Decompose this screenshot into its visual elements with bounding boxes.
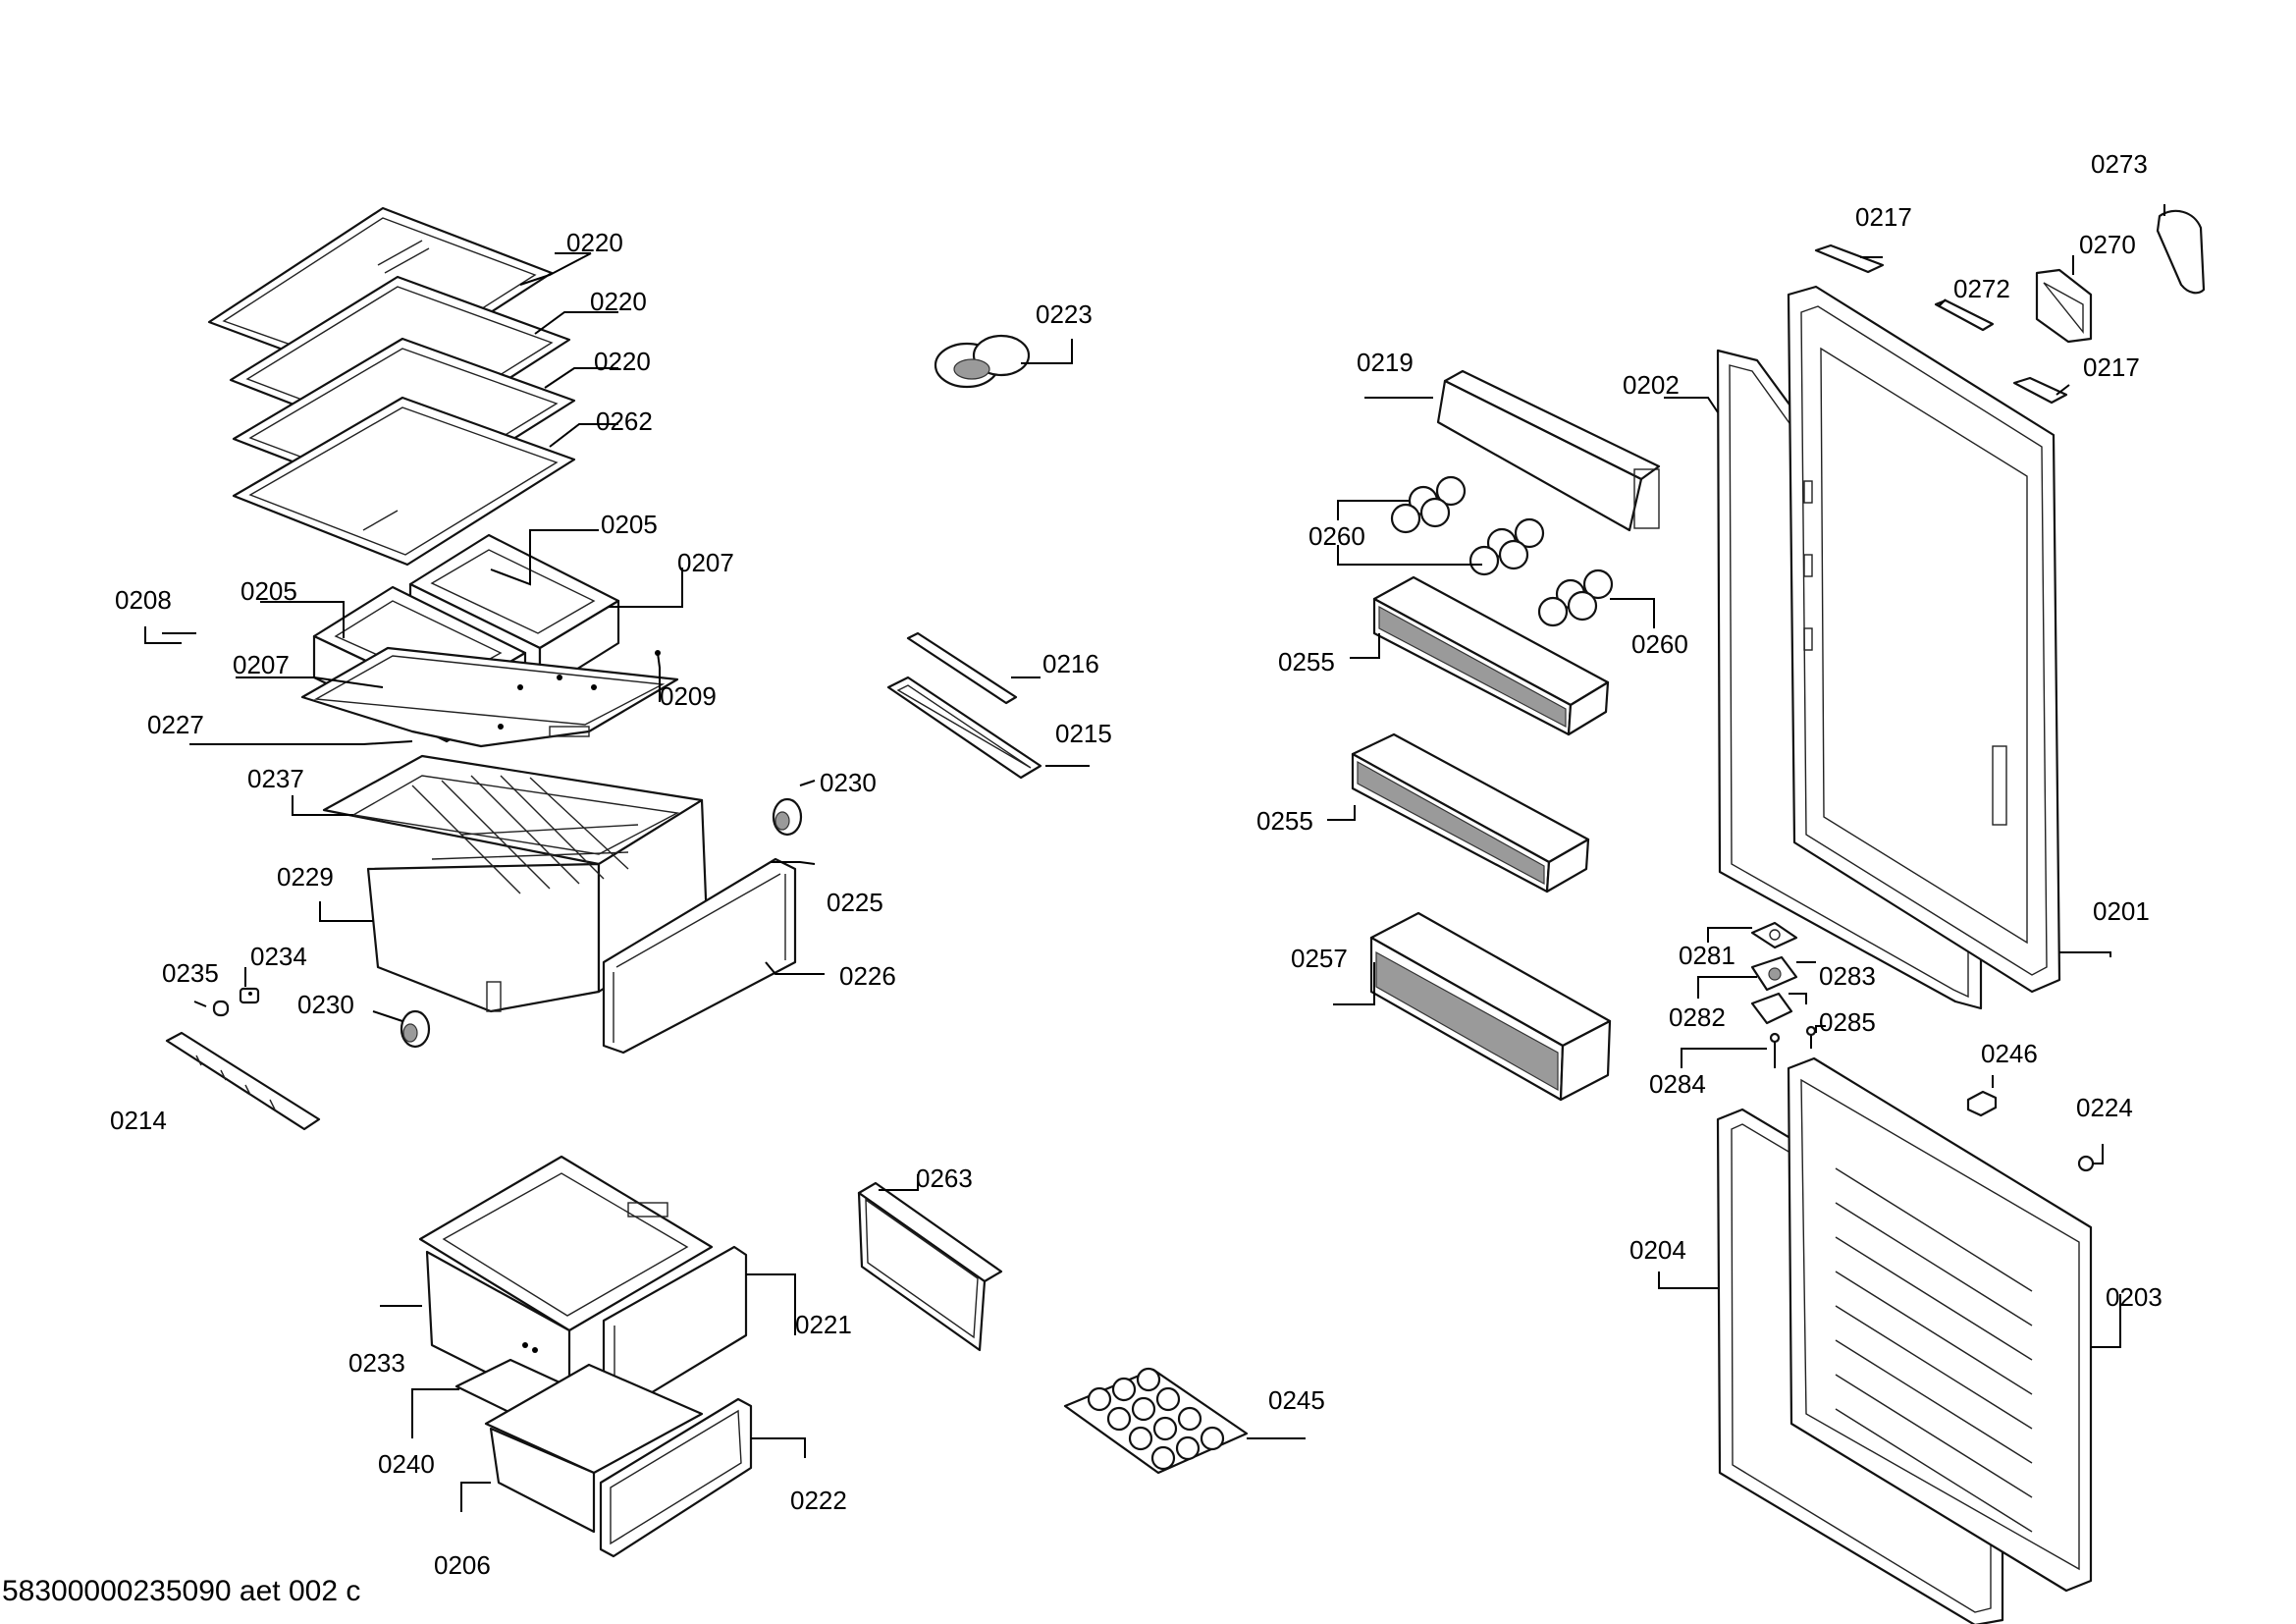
part-label: 0224 bbox=[2076, 1093, 2133, 1122]
drawer-front-panel bbox=[602, 857, 797, 1055]
part-label: 0230 bbox=[297, 990, 354, 1019]
part-label: 0223 bbox=[1036, 299, 1093, 329]
part-label: 0240 bbox=[378, 1449, 435, 1479]
door-balcony-lower bbox=[1369, 911, 1612, 1102]
part-label: 0273 bbox=[2091, 149, 2148, 179]
part-label: 0245 bbox=[1268, 1385, 1325, 1415]
vegetable-drawer-lower-front bbox=[599, 1397, 753, 1558]
door-balcony-upper bbox=[1372, 575, 1610, 736]
part-label: 0201 bbox=[2093, 896, 2150, 926]
roller-wheel-lower bbox=[400, 1009, 431, 1049]
part-label: 0260 bbox=[1308, 521, 1365, 551]
egg-cups-lower bbox=[1537, 568, 1614, 627]
part-label: 0217 bbox=[2083, 352, 2140, 382]
part-label: 0283 bbox=[1819, 961, 1876, 991]
document-code: 58300000235090 aet 002 c bbox=[2, 1575, 361, 1607]
roller-wheel-upper bbox=[772, 797, 803, 837]
handle-part-0272 bbox=[1934, 298, 1995, 332]
glass-shelf-4 bbox=[232, 396, 576, 567]
part-label: 0233 bbox=[348, 1348, 405, 1378]
seal-panel-0263 bbox=[857, 1181, 1003, 1352]
part-label: 0222 bbox=[790, 1486, 847, 1515]
part-label: 0255 bbox=[1256, 806, 1313, 836]
part-label: 0263 bbox=[916, 1164, 973, 1193]
hinge-part-0282 bbox=[1750, 992, 1793, 1025]
part-label: 0229 bbox=[277, 862, 334, 892]
egg-cups-upper bbox=[1390, 475, 1467, 534]
part-number-labels: 0220 0220 0220 0262 0205 0207 0205 0208 … bbox=[110, 149, 2163, 1580]
egg-cups-middle bbox=[1468, 517, 1545, 576]
part-label: 0221 bbox=[795, 1310, 852, 1339]
part-label: 0203 bbox=[2106, 1282, 2163, 1312]
part-label: 0260 bbox=[1631, 629, 1688, 659]
handle-0246 bbox=[1966, 1090, 1998, 1117]
part-label: 0207 bbox=[233, 650, 290, 679]
part-label: 0272 bbox=[1953, 274, 2010, 303]
part-label: 0207 bbox=[677, 548, 734, 577]
part-label: 0255 bbox=[1278, 647, 1335, 677]
part-label: 0282 bbox=[1669, 1002, 1726, 1032]
door-balcony-middle bbox=[1351, 732, 1590, 893]
freezer-door-lower bbox=[1787, 1056, 2093, 1593]
part-label: 0220 bbox=[566, 228, 623, 257]
part-label: 0215 bbox=[1055, 719, 1112, 748]
part-label: 0225 bbox=[827, 888, 883, 917]
shelf-support-frame bbox=[300, 646, 679, 748]
screw-0285 bbox=[1805, 1025, 1817, 1049]
part-label: 0205 bbox=[601, 510, 658, 539]
part-label: 0226 bbox=[839, 961, 896, 991]
part-label: 0219 bbox=[1357, 348, 1414, 377]
part-label: 0270 bbox=[2079, 230, 2136, 259]
part-label: 0220 bbox=[590, 287, 647, 316]
bottle-holder-0219 bbox=[1436, 369, 1661, 532]
part-label: 0234 bbox=[250, 942, 307, 971]
part-label: 0281 bbox=[1679, 941, 1735, 970]
cover-part-0223 bbox=[934, 334, 1031, 389]
shelf-holder-0215 bbox=[886, 676, 1042, 780]
hinge-cover-0217-top bbox=[1814, 244, 1885, 274]
part-label: 0235 bbox=[162, 958, 219, 988]
plug-0224 bbox=[2077, 1155, 2095, 1172]
vegetable-drawer-lower bbox=[484, 1363, 704, 1534]
hinge-plate-0281 bbox=[1750, 921, 1798, 949]
part-label: 0285 bbox=[1819, 1007, 1876, 1037]
part-label: 0217 bbox=[1855, 202, 1912, 232]
part-label: 0284 bbox=[1649, 1069, 1706, 1099]
leader-lines bbox=[144, 204, 2165, 1512]
part-label: 0205 bbox=[240, 576, 297, 606]
display-cover-0273 bbox=[2156, 209, 2206, 295]
part-label: 0206 bbox=[434, 1550, 491, 1580]
small-clip-parts bbox=[212, 987, 260, 1017]
part-label: 0202 bbox=[1623, 370, 1680, 400]
shelf-trim-0216 bbox=[906, 631, 1018, 705]
control-module-0270 bbox=[2035, 268, 2093, 344]
hinge-cover-0217-right bbox=[2012, 376, 2068, 405]
hinge-part-0283 bbox=[1750, 955, 1798, 992]
drawer-guide-rail bbox=[165, 1031, 321, 1131]
part-label: 0246 bbox=[1981, 1039, 2038, 1068]
part-label: 0262 bbox=[596, 406, 653, 436]
screw-0284 bbox=[1769, 1032, 1781, 1068]
part-label: 0257 bbox=[1291, 944, 1348, 973]
part-label: 0216 bbox=[1042, 649, 1099, 678]
part-label: 0204 bbox=[1629, 1235, 1686, 1265]
freezer-drawer-large bbox=[322, 754, 709, 1013]
part-label: 0220 bbox=[594, 347, 651, 376]
part-label: 0209 bbox=[660, 681, 717, 711]
part-label: 0237 bbox=[247, 764, 304, 793]
part-label: 0230 bbox=[820, 768, 877, 797]
egg-tray-0245 bbox=[1063, 1367, 1249, 1475]
part-label: 0227 bbox=[147, 710, 204, 739]
fridge-door-upper bbox=[1787, 285, 2061, 994]
part-label: 0214 bbox=[110, 1106, 167, 1135]
part-label: 0208 bbox=[115, 585, 172, 615]
